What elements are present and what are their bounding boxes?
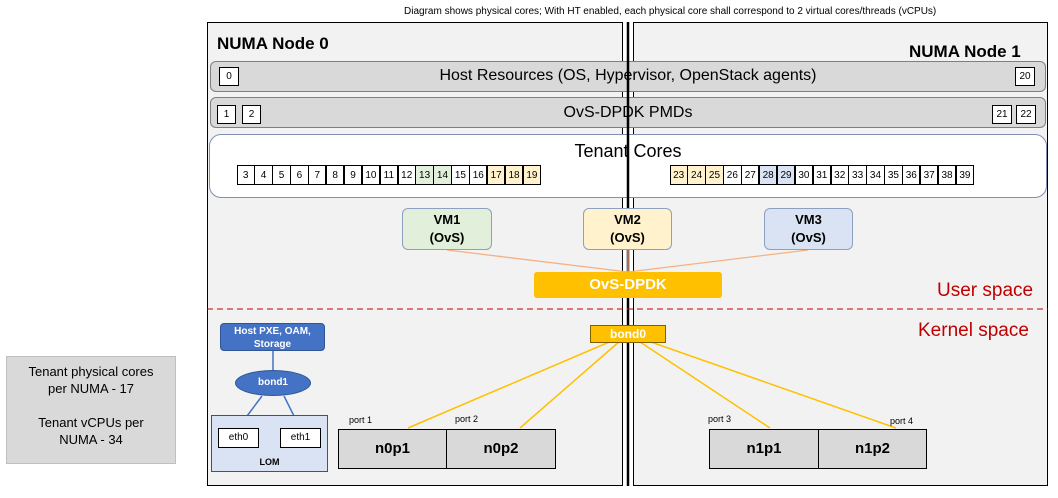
tenant-core-cell: 32 bbox=[830, 165, 849, 185]
numa-node-0-title: NUMA Node 0 bbox=[217, 34, 329, 53]
port1-link bbox=[407, 333, 629, 429]
nic-n1p1: n1p1 bbox=[709, 429, 819, 469]
vm3-sub: (OvS) bbox=[791, 230, 826, 245]
tenant-core-cell: 9 bbox=[343, 165, 363, 185]
side-note-line3: Tenant vCPUs per bbox=[38, 415, 144, 430]
vm1-sub: (OvS) bbox=[429, 230, 465, 245]
eth0-box: eth0 bbox=[218, 428, 259, 448]
tenant-core-cell: 26 bbox=[723, 165, 742, 185]
vm3-link bbox=[627, 249, 809, 273]
tenant-core-cell: 30 bbox=[794, 165, 814, 185]
vm2-sub: (OvS) bbox=[610, 230, 645, 245]
tenant-core-cell: 5 bbox=[272, 165, 291, 185]
port3-link bbox=[627, 333, 771, 429]
ovs-dpdk-box: OvS-DPDK bbox=[534, 272, 722, 298]
tenant-core-cell: 38 bbox=[937, 165, 957, 185]
tenant-core-cell: 16 bbox=[469, 165, 488, 185]
port1-label: port 1 bbox=[349, 415, 373, 425]
tenant-core-cell: 12 bbox=[397, 165, 416, 185]
vm3-box: VM3 (OvS) bbox=[764, 208, 853, 250]
tenant-core-cell: 34 bbox=[866, 165, 885, 185]
tenant-core-cell: 6 bbox=[290, 165, 309, 185]
port3-label: port 3 bbox=[708, 414, 732, 424]
vm2-name: VM2 bbox=[614, 212, 641, 227]
port2-link bbox=[519, 333, 629, 429]
tenant-core-cell: 39 bbox=[955, 165, 975, 185]
vm1-name: VM1 bbox=[433, 212, 461, 227]
tenant-core-cell: 36 bbox=[902, 165, 921, 185]
nic-n0p2: n0p2 bbox=[446, 429, 556, 469]
lom-label: LOM bbox=[259, 457, 280, 467]
nic-n1p2: n1p2 bbox=[818, 429, 927, 469]
bond1-ellipse: bond1 bbox=[235, 370, 311, 396]
vm3-name: VM3 bbox=[795, 212, 822, 227]
pmd-core-21: 21 bbox=[992, 105, 1012, 124]
tenant-core-cell: 4 bbox=[254, 165, 273, 185]
kernel-space-label: Kernel space bbox=[918, 320, 1029, 341]
tenant-core-cell: 24 bbox=[687, 165, 706, 185]
tenant-core-cell: 37 bbox=[919, 165, 939, 185]
numa-node-1-title: NUMA Node 1 bbox=[909, 42, 1021, 61]
tenant-core-cell: 19 bbox=[522, 165, 542, 185]
tenant-core-cell: 28 bbox=[758, 165, 778, 185]
lom-box: eth0 eth1 LOM bbox=[211, 415, 328, 472]
tenant-core-cell: 11 bbox=[379, 165, 399, 185]
tenant-core-cell: 18 bbox=[504, 165, 524, 185]
tenant-core-cell: 27 bbox=[741, 165, 760, 185]
vm1-link bbox=[446, 249, 629, 273]
pmd-core-2: 2 bbox=[242, 105, 261, 124]
vm2-box: VM2 (OvS) bbox=[583, 208, 672, 250]
tenant-core-cell: 35 bbox=[884, 165, 903, 185]
tenant-core-cell: 15 bbox=[451, 165, 470, 185]
host-pxe-box: Host PXE, OAM, Storage bbox=[220, 323, 325, 351]
tenant-core-cell: 29 bbox=[776, 165, 796, 185]
tenant-core-cell: 14 bbox=[433, 165, 452, 185]
pmd-core-22: 22 bbox=[1016, 105, 1036, 124]
nic-n0p1: n0p1 bbox=[338, 429, 447, 469]
port2-label: port 2 bbox=[455, 414, 479, 424]
tenant-core-cell: 10 bbox=[361, 165, 381, 185]
eth1-box: eth1 bbox=[280, 428, 321, 448]
port4-link bbox=[627, 333, 897, 429]
tenant-core-cell: 8 bbox=[325, 165, 345, 185]
diagram-caption: Diagram shows physical cores; With HT en… bbox=[404, 6, 937, 17]
side-note-line4: NUMA - 34 bbox=[59, 432, 123, 447]
tenant-core-cell: 17 bbox=[486, 165, 506, 185]
side-note-line1: Tenant physical cores bbox=[28, 364, 154, 379]
tenant-core-cell: 3 bbox=[236, 165, 255, 185]
port4-label: port 4 bbox=[890, 416, 914, 426]
user-space-label: User space bbox=[937, 280, 1034, 301]
side-note-line2: per NUMA - 17 bbox=[48, 381, 134, 396]
vm1-box: VM1 (OvS) bbox=[402, 208, 492, 250]
tenant-core-cell: 13 bbox=[415, 165, 434, 185]
pmd-core-1: 1 bbox=[217, 105, 236, 124]
tenant-core-cell: 33 bbox=[848, 165, 867, 185]
tenant-core-cell: 7 bbox=[308, 165, 327, 185]
tenant-core-cell: 23 bbox=[669, 165, 688, 185]
tenant-core-cell: 31 bbox=[812, 165, 832, 185]
bond0-box: bond0 bbox=[590, 325, 666, 343]
tenant-core-cell: 25 bbox=[705, 165, 724, 185]
side-note: Tenant physical cores per NUMA - 17 Tena… bbox=[6, 356, 176, 464]
host-core-right: 20 bbox=[1015, 67, 1035, 86]
host-core-left: 0 bbox=[219, 67, 239, 86]
